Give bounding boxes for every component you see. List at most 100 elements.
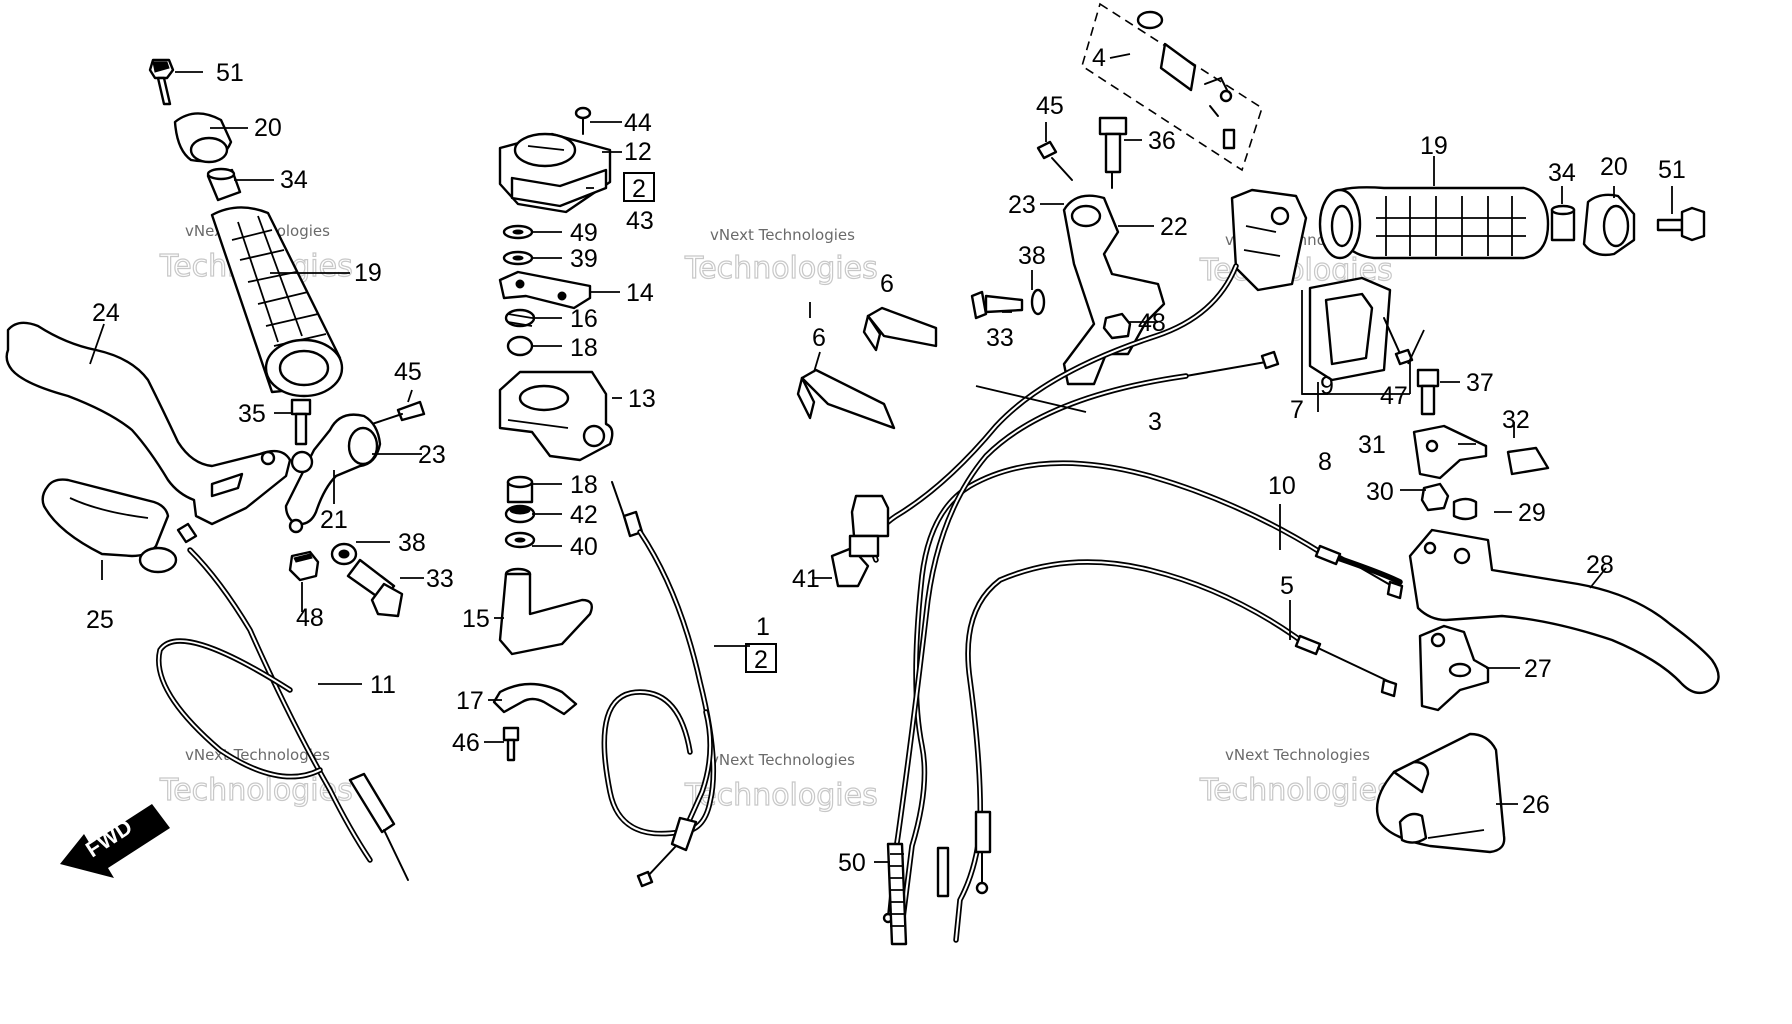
callout-51-right: 51 bbox=[1658, 156, 1686, 184]
part-34-collar-right bbox=[1550, 204, 1576, 242]
part-50-sleeve bbox=[886, 842, 908, 946]
part-11-clutch-cable bbox=[156, 522, 409, 881]
callout-labels: 51 20 34 19 24 45 35 23 21 38 48 33 25 1… bbox=[86, 44, 1686, 877]
callout-18-upper: 18 bbox=[570, 334, 598, 362]
part-34-collar-left bbox=[206, 167, 242, 202]
watermark-text: Technologies bbox=[1199, 773, 1393, 808]
part-29-nut bbox=[1452, 497, 1478, 521]
part-16-spring bbox=[504, 308, 536, 328]
watermark-text: Technologies bbox=[684, 778, 878, 813]
callout-17: 17 bbox=[456, 687, 484, 715]
part-20-end-weight-right bbox=[1582, 193, 1636, 257]
callout-30: 30 bbox=[1366, 478, 1394, 506]
callout-44: 44 bbox=[624, 109, 652, 137]
callout-38-right: 38 bbox=[1018, 242, 1046, 270]
callout-48-right: 48 bbox=[1138, 309, 1166, 337]
callout-35: 35 bbox=[238, 400, 266, 428]
part-38-washer-left bbox=[330, 542, 358, 566]
box-callout-2-bottom bbox=[745, 643, 777, 673]
callout-51-left: 51 bbox=[216, 59, 244, 87]
callout-1: 1 bbox=[756, 613, 770, 641]
callout-47: 47 bbox=[1380, 382, 1408, 410]
callout-19-right: 19 bbox=[1420, 132, 1448, 160]
box-callout-2-top bbox=[623, 172, 655, 202]
part-6-cable-clip-lower bbox=[796, 368, 896, 430]
part-33-adjuster-left bbox=[346, 558, 404, 618]
callout-16: 16 bbox=[570, 305, 598, 333]
callout-32: 32 bbox=[1502, 406, 1530, 434]
callout-43: 43 bbox=[626, 207, 654, 235]
part-22-brake-bracket bbox=[1062, 194, 1166, 386]
callout-8: 8 bbox=[1318, 448, 1332, 476]
callout-45-right: 45 bbox=[1036, 92, 1064, 120]
callout-28: 28 bbox=[1586, 551, 1614, 579]
callout-2-top: 2 bbox=[632, 175, 646, 203]
callout-12: 12 bbox=[624, 138, 652, 166]
part-28-brake-lever bbox=[1408, 528, 1720, 695]
part-19-grip-left bbox=[210, 206, 344, 398]
callout-37: 37 bbox=[1466, 369, 1494, 397]
part-27-lever-bracket bbox=[1418, 624, 1490, 712]
callout-22: 22 bbox=[1160, 213, 1188, 241]
callout-39: 39 bbox=[570, 245, 598, 273]
callout-6-upper: 6 bbox=[880, 270, 894, 298]
callout-24: 24 bbox=[92, 299, 120, 327]
part-41-clip bbox=[830, 546, 870, 588]
part-switch-housing-harness bbox=[848, 188, 1308, 563]
part-47-screw bbox=[1383, 317, 1414, 366]
part-15-thumb-throttle bbox=[498, 567, 593, 656]
part-48-nut-right bbox=[1102, 312, 1132, 340]
watermark-text: vNext Technologies bbox=[1225, 746, 1370, 764]
callout-leaders bbox=[89, 53, 1673, 863]
part-13-throttle-housing bbox=[498, 370, 614, 462]
watermark-text: vNext Technologies bbox=[710, 751, 855, 769]
part-30-nut bbox=[1420, 482, 1450, 512]
part-36-bolt bbox=[1098, 116, 1128, 189]
callout-6-lower: 6 bbox=[812, 324, 826, 352]
callout-34-right: 34 bbox=[1548, 159, 1576, 187]
callout-42: 42 bbox=[570, 501, 598, 529]
callout-33-left: 33 bbox=[426, 565, 454, 593]
part-51-bolt-left bbox=[148, 58, 175, 106]
part-39-washer bbox=[502, 250, 534, 266]
callout-15: 15 bbox=[462, 605, 490, 633]
callout-38-left: 38 bbox=[398, 529, 426, 557]
part-44-screw bbox=[574, 106, 592, 135]
callout-21: 21 bbox=[320, 506, 348, 534]
callout-49: 49 bbox=[570, 219, 598, 247]
callout-23-left: 23 bbox=[418, 441, 446, 469]
callout-48-left: 48 bbox=[296, 604, 324, 632]
part-9-switch-cover bbox=[1308, 276, 1392, 382]
part-38-washer-right bbox=[1030, 288, 1046, 316]
part-5-cable bbox=[953, 559, 1398, 943]
callout-33-right: 33 bbox=[986, 324, 1014, 352]
part-20-end-weight-left bbox=[173, 112, 233, 164]
callout-46: 46 bbox=[452, 729, 480, 757]
callout-2-bottom: 2 bbox=[754, 646, 768, 674]
part-42-seal bbox=[504, 504, 536, 524]
callout-11: 11 bbox=[370, 671, 396, 699]
fwd-arrow-icon: FWD bbox=[60, 804, 170, 878]
part-10-cable bbox=[899, 460, 1404, 929]
callout-29: 29 bbox=[1518, 499, 1546, 527]
callout-5: 5 bbox=[1280, 572, 1294, 600]
callout-45-left: 45 bbox=[394, 358, 422, 386]
part-18-bushing-upper bbox=[506, 335, 534, 357]
callout-26: 26 bbox=[1522, 791, 1550, 819]
callout-10: 10 bbox=[1268, 472, 1296, 500]
callout-19-left: 19 bbox=[354, 259, 382, 287]
callout-13: 13 bbox=[628, 385, 656, 413]
part-3-cable bbox=[882, 350, 1280, 924]
callout-3: 3 bbox=[1148, 408, 1162, 436]
part-46-bolt bbox=[502, 726, 520, 762]
part-31-brake-switch bbox=[1412, 424, 1488, 480]
part-33-adjuster-right bbox=[970, 290, 1024, 320]
callout-14: 14 bbox=[626, 279, 654, 307]
part-23-clutch-bracket bbox=[284, 413, 382, 534]
part-26-lever-guard bbox=[1375, 732, 1506, 854]
part-17-clamp bbox=[492, 682, 578, 716]
callout-9: 9 bbox=[1320, 372, 1334, 400]
callout-50: 50 bbox=[838, 849, 866, 877]
watermark-text: vNext Technologies bbox=[710, 226, 855, 244]
callout-36: 36 bbox=[1148, 127, 1176, 155]
